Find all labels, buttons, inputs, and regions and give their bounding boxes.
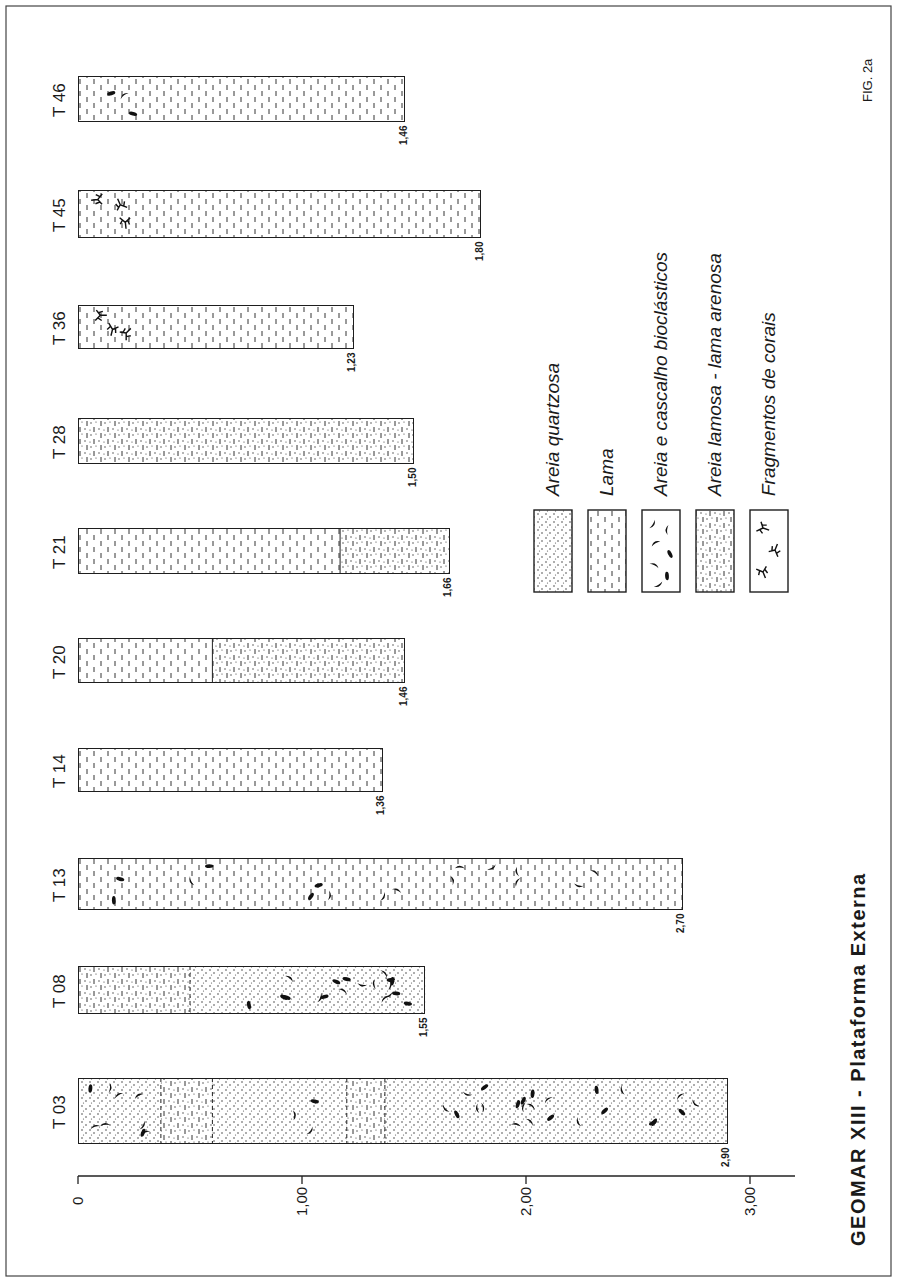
core-label: T 28 [51, 425, 70, 459]
core-label: T 21 [51, 535, 70, 569]
core-label: T 13 [51, 868, 70, 902]
core-column: T 361,23 [78, 305, 354, 349]
depth-axis [78, 1176, 795, 1184]
core-column: T 141,36 [78, 748, 383, 792]
legend-swatch [696, 510, 734, 592]
core-depth: 2,70 [675, 914, 686, 933]
core-label: T 08 [51, 974, 70, 1008]
figure-title: GEOMAR XIII - Plataforma Externa [847, 872, 869, 1246]
core-fill [78, 638, 405, 683]
legend-text: Areia quartzosa [543, 363, 564, 496]
legend-swatch [588, 510, 626, 592]
legend-swatch [750, 510, 788, 592]
core-fill [78, 305, 354, 349]
core-depth: 1,23 [346, 353, 357, 372]
core-fill [78, 528, 450, 574]
core-label: T 03 [51, 1095, 70, 1129]
core-depth: 1,55 [418, 1018, 429, 1037]
axis-label: 2,00 [518, 1186, 535, 1215]
core-column: T 132,70 [78, 858, 683, 910]
core-fill [78, 190, 481, 238]
core-fill [78, 418, 414, 464]
core-column: T 281,50 [78, 418, 414, 464]
core-column: T 032,90 [78, 1078, 728, 1144]
figure-caption: FIG. 2a [861, 58, 875, 101]
core-column: T 451,80 [78, 190, 481, 238]
core-fill [78, 966, 425, 1014]
legend-swatch [534, 510, 572, 592]
legend-text: Areia e cascalho bioclásticos [651, 252, 672, 496]
core-depth: 1,50 [407, 468, 418, 487]
core-depth: 1,36 [375, 796, 386, 815]
axis-label: 3,00 [742, 1186, 759, 1215]
core-label: T 14 [51, 754, 70, 788]
legend-text: Fragmentos de corais [759, 312, 780, 496]
core-column: T 081,55 [78, 966, 425, 1014]
legend-text: Lama [597, 448, 618, 496]
core-label: T 36 [51, 311, 70, 345]
core-depth: 1,66 [442, 578, 453, 597]
core-fill [78, 76, 405, 122]
core-depth: 2,90 [720, 1148, 731, 1167]
core-column: T 211,66 [78, 528, 450, 574]
core-column: T 201,46 [78, 638, 405, 683]
core-depth: 1,46 [398, 126, 409, 145]
core-depth: 1,80 [474, 242, 485, 261]
core-label: T 46 [51, 83, 70, 117]
core-label: T 45 [51, 198, 70, 232]
page-frame [6, 6, 891, 1276]
axis-label: 1,00 [294, 1186, 311, 1215]
core-depth: 1,46 [398, 687, 409, 706]
core-fill [78, 858, 683, 910]
axis-label: 0 [70, 1197, 87, 1205]
legend-text: Areia lamosa - lama arenosa [705, 253, 726, 496]
legend-swatch [642, 510, 680, 592]
core-label: T 20 [51, 645, 70, 679]
core-fill [78, 748, 383, 792]
core-fill [78, 1078, 728, 1144]
core-column: T 461,46 [78, 76, 405, 122]
